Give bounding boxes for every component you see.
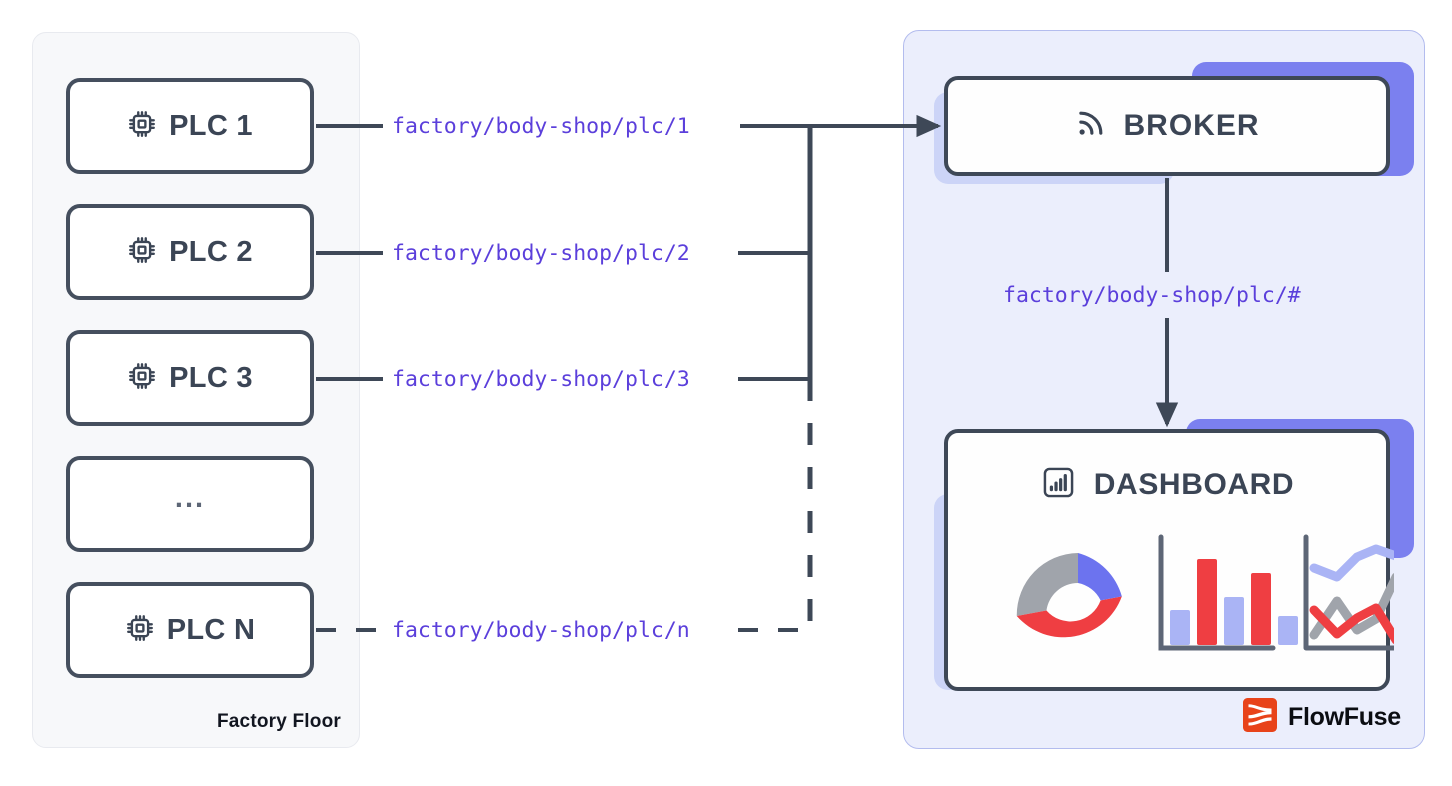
plc-node-ellipsis: ...	[66, 456, 314, 552]
flowfuse-logo: FlowFuse	[1243, 698, 1401, 737]
broker-label: BROKER	[1123, 109, 1260, 142]
plc-node-label: PLC 1	[169, 109, 253, 142]
topic-label-plc2: factory/body-shop/plc/2	[392, 241, 690, 266]
flowfuse-wordmark: FlowFuse	[1288, 703, 1401, 731]
flowfuse-logo-icon	[1243, 698, 1277, 737]
dashboard-label: DASHBOARD	[1093, 468, 1295, 501]
mini-donut-chart	[1016, 553, 1122, 638]
factory-floor-caption: Factory Floor	[216, 711, 341, 732]
plc-node-1[interactable]: PLC 1	[66, 78, 314, 174]
mini-line-chart	[1303, 534, 1401, 651]
plc-node-label: PLC 2	[169, 235, 253, 268]
plc-node-label: PLC 3	[169, 361, 253, 394]
plc-node-label: ...	[174, 481, 206, 514]
cpu-chip-icon	[127, 235, 157, 270]
mini-bar-chart	[1158, 534, 1298, 651]
cpu-chip-icon	[125, 613, 155, 648]
topic-label-plc1: factory/body-shop/plc/1	[392, 114, 690, 139]
topic-label-plc3: factory/body-shop/plc/3	[392, 367, 690, 392]
bar-chart-box-icon	[1040, 464, 1077, 506]
plc-node-2[interactable]: PLC 2	[66, 204, 314, 300]
dashboard-mini-charts	[948, 521, 1401, 666]
dashboard-title-row: DASHBOARD	[948, 464, 1386, 506]
broker-card[interactable]: BROKER	[944, 76, 1390, 176]
cpu-chip-icon	[127, 109, 157, 144]
plc-node-label: PLC N	[166, 613, 256, 646]
cpu-chip-icon	[127, 361, 157, 396]
plc-node-3[interactable]: PLC 3	[66, 330, 314, 426]
dashboard-card[interactable]: DASHBOARD	[944, 429, 1401, 691]
broadcast-wave-icon	[1074, 107, 1107, 145]
topic-label-plcn: factory/body-shop/plc/n	[392, 618, 690, 643]
plc-node-n[interactable]: PLC N	[66, 582, 314, 678]
topic-label-subscribe: factory/body-shop/plc/#	[1003, 283, 1301, 308]
